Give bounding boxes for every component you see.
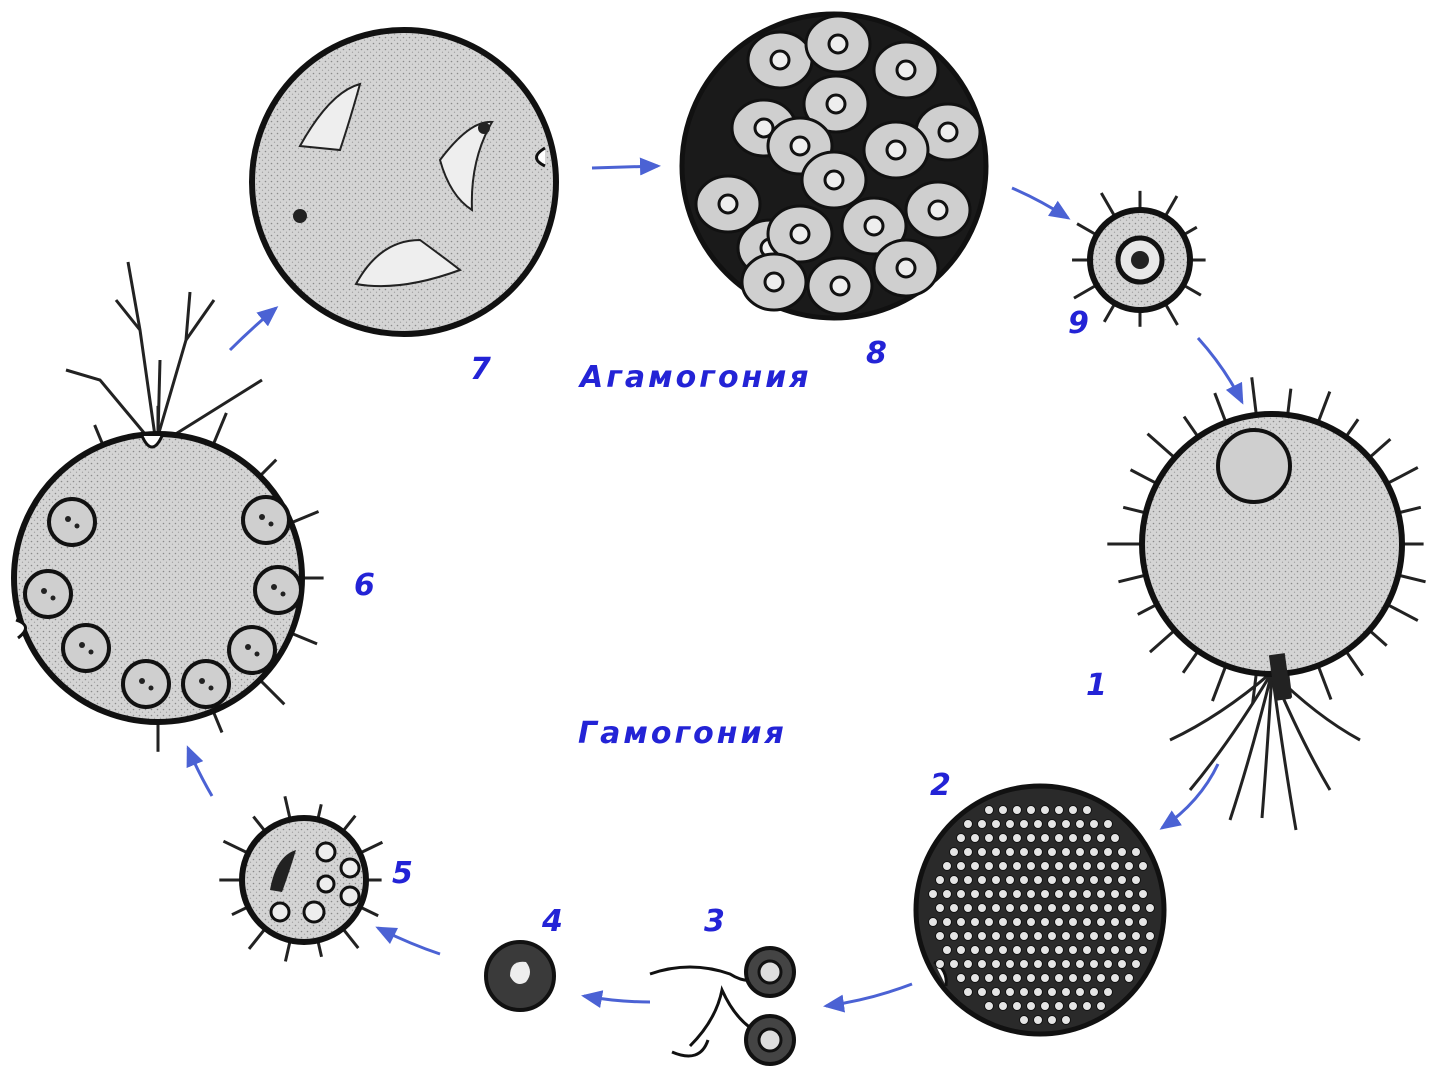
stage-label-7: 7 xyxy=(470,352,491,387)
cell-6 xyxy=(14,262,324,752)
cell-5 xyxy=(219,796,382,961)
stage-label-2: 2 xyxy=(930,768,951,803)
nucleus xyxy=(255,567,301,613)
cell-7 xyxy=(252,30,556,334)
nucleus xyxy=(123,661,169,707)
stage-label-3: 3 xyxy=(704,904,725,939)
phase-label-gamogony: Гамогония xyxy=(578,716,787,751)
nucleus xyxy=(63,625,109,671)
nucleus xyxy=(49,499,95,545)
stage-label-8: 8 xyxy=(866,336,887,371)
arrow-6-to-7 xyxy=(230,308,276,350)
nucleus xyxy=(25,571,71,617)
cell-3-gametes xyxy=(650,948,794,1064)
stage-label-5: 5 xyxy=(392,856,413,891)
cell-4-zygote xyxy=(486,942,554,1010)
arrow-9-to-1 xyxy=(1198,338,1242,402)
arrow-7-to-8 xyxy=(592,166,658,168)
nucleus xyxy=(183,661,229,707)
cell-9 xyxy=(1072,191,1206,327)
stage-label-1: 1 xyxy=(1086,668,1107,703)
arrow-4-to-5 xyxy=(378,928,440,954)
arrow-1-to-2 xyxy=(1162,764,1218,828)
stage-label-9: 9 xyxy=(1068,306,1089,341)
stage-label-6: 6 xyxy=(354,568,375,603)
arrow-5-to-6 xyxy=(188,748,212,796)
stage-label-4: 4 xyxy=(542,904,563,939)
arrow-8-to-9 xyxy=(1012,188,1068,218)
phase-label-agamogony: Агамогония xyxy=(580,360,812,395)
arrow-3-to-4 xyxy=(584,996,650,1002)
arrow-2-to-3 xyxy=(826,984,912,1006)
cell-1 xyxy=(1107,377,1425,830)
nucleus xyxy=(243,497,289,543)
nucleus xyxy=(229,627,275,673)
